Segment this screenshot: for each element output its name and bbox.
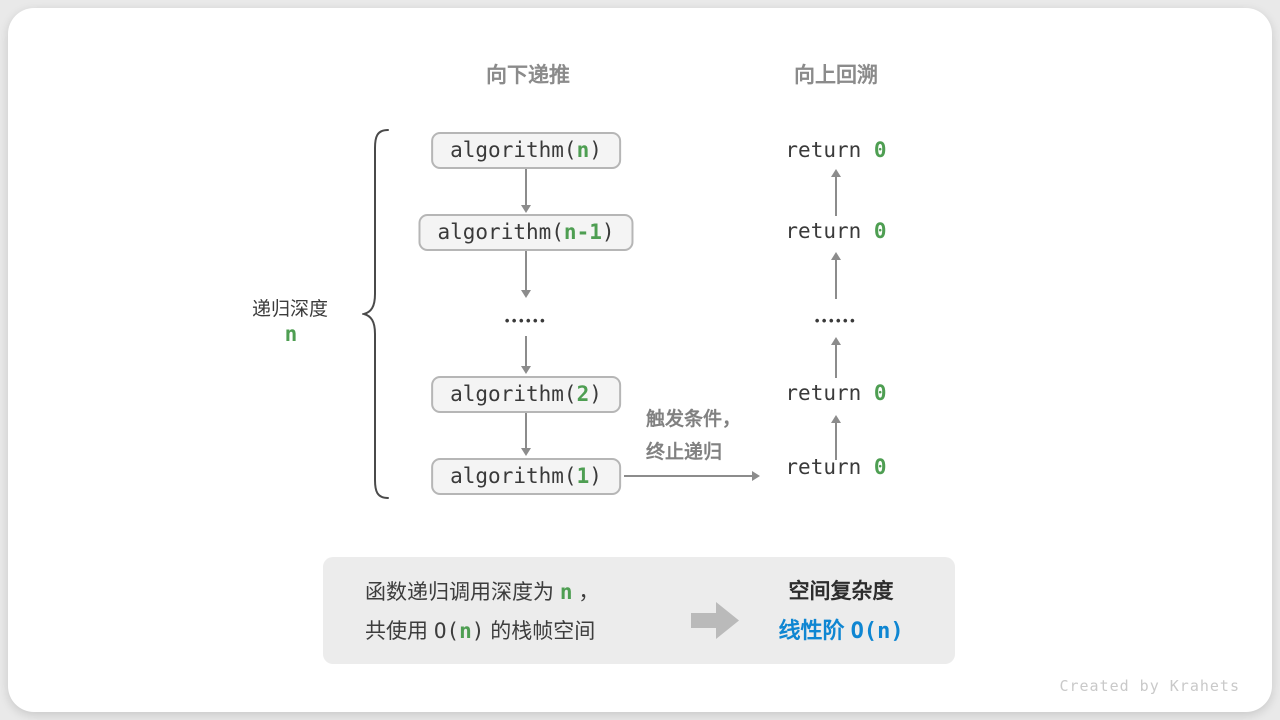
- call-box-n-1: algorithm(n-1): [418, 214, 634, 251]
- return-value: 0: [873, 138, 887, 162]
- trigger-line2: 终止递归: [646, 442, 723, 463]
- down-arrow-icon: [521, 169, 531, 213]
- depth-brace-icon: [362, 129, 389, 499]
- return-keyword: return: [785, 381, 874, 405]
- return-value: 0: [873, 219, 887, 243]
- big-o-text: O(: [850, 619, 878, 644]
- up-arrow-icon: [831, 169, 841, 216]
- return-value: 0: [873, 381, 887, 405]
- up-arrow-icon: [831, 252, 841, 299]
- depth-value: n: [284, 322, 298, 346]
- complexity-title: 空间复杂度: [788, 580, 894, 603]
- summary-line1: 函数递归调用深度为 n ，: [365, 573, 599, 612]
- down-arrow-icon: [521, 336, 531, 374]
- summary-text: 共使用: [365, 620, 434, 643]
- ellipsis-left: ••••••: [504, 313, 548, 328]
- ellipsis-right: ••••••: [814, 313, 858, 328]
- down-arrow-icon: [521, 251, 531, 298]
- implies-arrow-icon: [691, 602, 739, 639]
- call-text: algorithm(: [450, 382, 577, 406]
- call-box-1: algorithm(1): [431, 458, 621, 495]
- call-box-2: algorithm(2): [431, 376, 621, 413]
- trigger-annotation: 触发条件， 终止递归: [646, 403, 741, 469]
- big-o-text: O(: [433, 619, 460, 643]
- return-value: 0: [873, 455, 887, 479]
- summary-line2: 共使用 O(n) 的栈帧空间: [365, 612, 599, 651]
- complexity-value: 线性阶 O(n): [778, 611, 903, 651]
- call-box-n: algorithm(n): [431, 132, 621, 169]
- call-text: algorithm(: [450, 464, 577, 488]
- call-text: ): [589, 138, 602, 162]
- summary-description: 函数递归调用深度为 n ， 共使用 O(n) 的栈帧空间: [365, 573, 599, 651]
- diagram-card: 向下递推 向上回溯 递归深度 n algorithm(n) algorithm(…: [8, 8, 1272, 712]
- return-label: return 0: [785, 379, 886, 407]
- watermark: Created by Krahets: [1059, 677, 1240, 695]
- call-text: ): [589, 382, 602, 406]
- return-label: return 0: [785, 136, 886, 164]
- call-text: ): [589, 464, 602, 488]
- call-text: ): [601, 220, 615, 244]
- up-arrow-icon: [831, 337, 841, 378]
- summary-var: n: [559, 580, 573, 604]
- call-arg: 2: [576, 382, 590, 406]
- return-keyword: return: [785, 219, 874, 243]
- return-keyword: return: [785, 455, 874, 479]
- big-o-text: ): [471, 619, 485, 643]
- column-header-upward: 向上回溯: [794, 64, 878, 87]
- trigger-line1: 触发条件，: [646, 409, 742, 430]
- base-case-arrow-icon: [624, 471, 760, 481]
- return-label: return 0: [785, 217, 886, 245]
- complexity-var: n: [877, 619, 891, 644]
- down-arrow-icon: [521, 413, 531, 456]
- summary-result: 空间复杂度 线性阶 O(n): [778, 572, 903, 651]
- call-text: algorithm(: [450, 138, 577, 162]
- summary-var: n: [459, 619, 472, 643]
- return-label: return 0: [785, 453, 886, 481]
- up-arrow-icon: [831, 415, 841, 460]
- big-o-text: ): [890, 619, 904, 644]
- depth-label: 递归深度: [251, 299, 329, 320]
- summary-text: 的栈帧空间: [484, 620, 596, 643]
- call-arg: n-1: [563, 220, 602, 244]
- column-header-downward: 向下递推: [486, 64, 570, 87]
- summary-text: 函数递归调用深度为: [365, 581, 560, 604]
- call-arg: 1: [576, 464, 590, 488]
- summary-text: ，: [572, 581, 600, 604]
- call-text: algorithm(: [437, 220, 564, 244]
- complexity-text: 线性阶: [778, 618, 851, 643]
- summary-panel: 函数递归调用深度为 n ， 共使用 O(n) 的栈帧空间 空间复杂度 线性阶 O…: [323, 557, 955, 664]
- return-keyword: return: [785, 138, 874, 162]
- call-arg: n: [576, 138, 590, 162]
